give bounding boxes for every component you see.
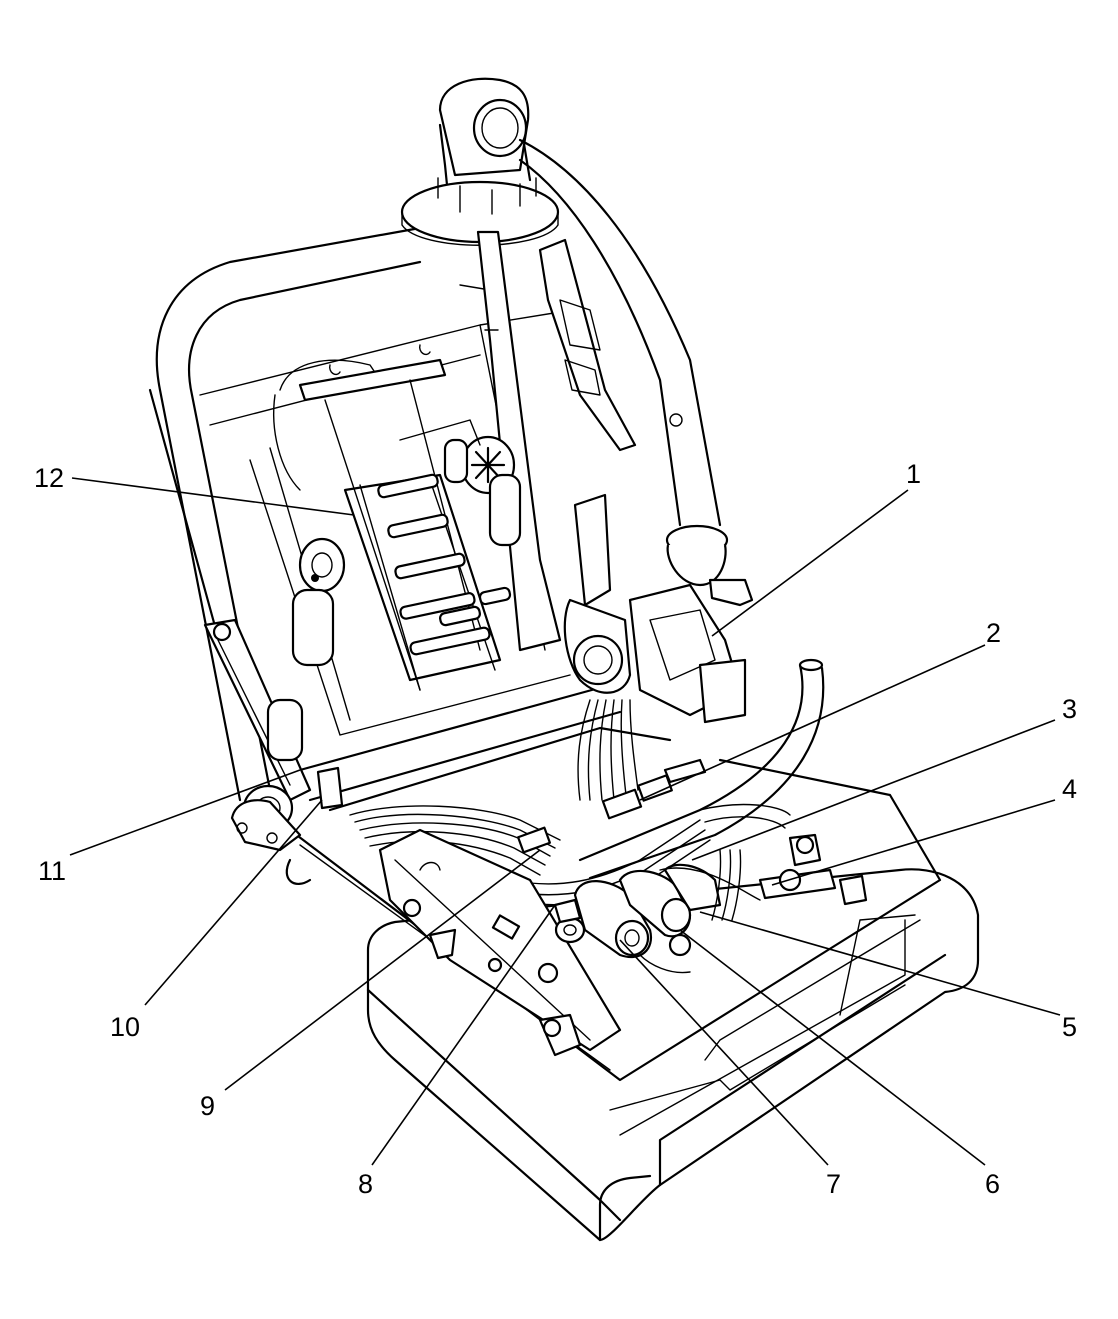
callout-12: 12 [34,463,64,493]
callout-2: 2 [986,618,1001,648]
headrest-pins [437,177,537,215]
leader-8 [371,904,556,1166]
leader-11 [69,769,301,856]
leader-5 [699,911,1061,1016]
seat-cushion-frame [288,758,980,1242]
leader-2 [639,644,986,801]
leader-7 [619,939,829,1166]
seat-belt-tube [518,138,754,607]
leader-10 [144,799,323,1006]
callout-1: 1 [906,459,921,489]
leader-lines [69,477,1061,1166]
callout-5: 5 [1062,1012,1077,1042]
left-recliner [203,618,344,885]
leader-12 [71,477,355,516]
callout-9: 9 [200,1091,215,1121]
leader-4 [771,799,1056,886]
leader-3 [691,719,1056,861]
callout-4: 4 [1062,774,1077,804]
headrest-post [400,77,562,652]
leader-9 [224,849,541,1091]
leader-1 [711,489,909,637]
callout-labels: 1 2 3 4 5 6 7 8 9 10 11 12 [34,459,1077,1199]
seat-track-bracket [378,828,622,1057]
drive-cables [659,833,868,921]
lumbar-support-assembly [273,344,522,691]
callout-6: 6 [985,1169,1000,1199]
callout-7: 7 [826,1169,841,1199]
callout-10: 10 [110,1012,140,1042]
recliner-mechanism [538,238,747,724]
callout-11: 11 [38,856,66,886]
seat-motors [553,863,722,974]
callout-8: 8 [358,1169,373,1199]
leader-6 [679,929,986,1166]
callout-3: 3 [1062,694,1077,724]
lumbar-rungs [377,473,512,656]
curved-air-tube [578,658,825,880]
